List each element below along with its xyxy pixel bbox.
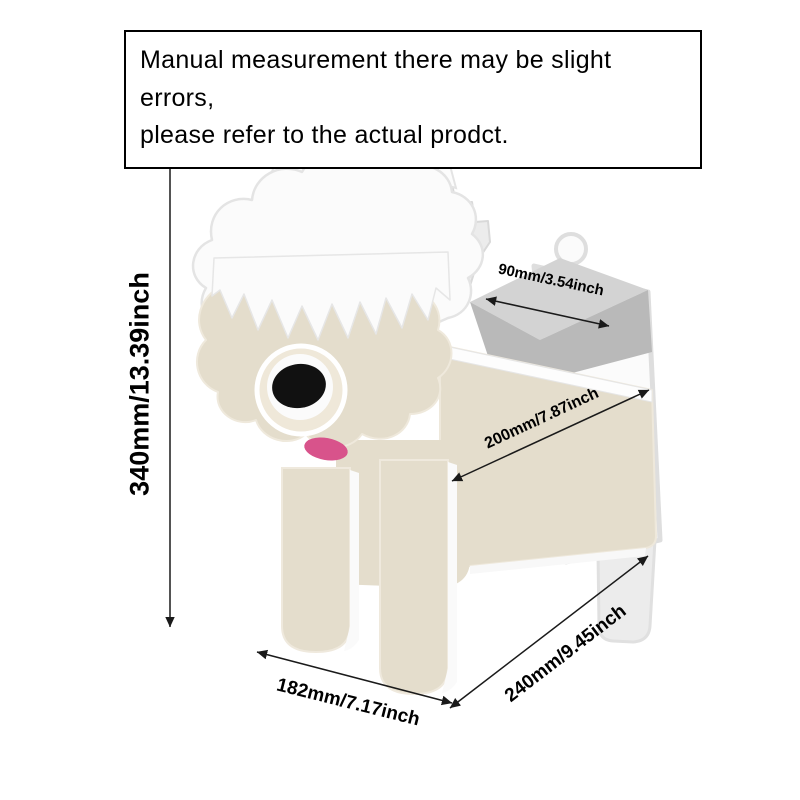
- notice-line-2: please refer to the actual prodct.: [140, 121, 509, 149]
- dog-nose: [272, 363, 326, 409]
- dim-label-height: 340mm/13.39inch: [124, 272, 155, 496]
- dimension-lines: [165, 141, 650, 709]
- dim-line-front-length: [451, 389, 650, 482]
- dog-bangs: [211, 251, 451, 341]
- dog-tongue: [304, 437, 348, 461]
- dog-planter-illustration: [191, 134, 663, 696]
- dim-line-base-width: [256, 649, 453, 706]
- front-leg-left-edge: [344, 470, 359, 651]
- notice-box: Manual measurement there may be slight e…: [124, 30, 702, 169]
- front-leg-left: [281, 467, 351, 654]
- notice-line-1: Manual measurement there may be slight e…: [140, 46, 612, 112]
- dim-line-opening-width: [485, 296, 610, 329]
- front-leg-right: [379, 459, 449, 696]
- dim-line-base-depth: [449, 555, 649, 709]
